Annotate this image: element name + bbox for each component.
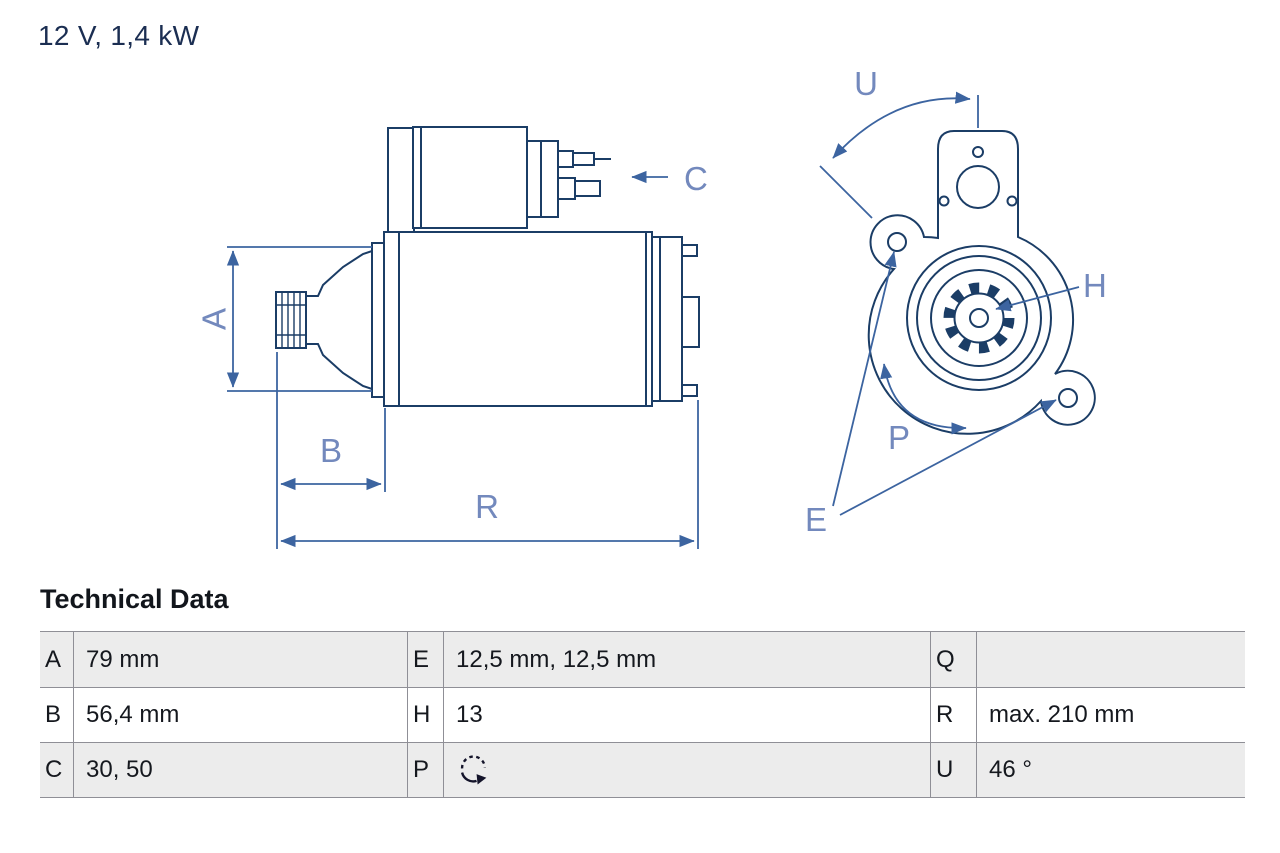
- table-row: C 30, 50 P U 46 °: [40, 742, 1245, 797]
- param-value-q: [977, 632, 1245, 687]
- rear-boss: [681, 296, 700, 348]
- mount-hole-upper: [887, 232, 907, 252]
- dim-u-slant: [819, 165, 873, 219]
- mounting-flange: [867, 130, 1096, 435]
- boss-inner: [930, 269, 1028, 367]
- param-key-h: H: [408, 688, 444, 742]
- motor-body: [383, 231, 653, 407]
- technical-data-section: Technical Data A 79 mm E 12,5 mm, 12,5 m…: [40, 584, 1245, 798]
- page-title: 12 V, 1,4 kW: [38, 20, 200, 51]
- label-p: P: [888, 419, 910, 456]
- param-value-r: max. 210 mm: [989, 701, 1135, 728]
- bolt-upper: [681, 244, 698, 257]
- label-u: U: [854, 65, 878, 102]
- rotation-direction-icon: [460, 754, 487, 784]
- label-b: B: [320, 432, 342, 469]
- param-value-a: 79 mm: [74, 632, 408, 687]
- param-key-c: C: [40, 743, 74, 797]
- dimension-lines: [226, 91, 1080, 549]
- param-value-c: 30, 50: [74, 743, 408, 797]
- param-value-e: 12,5 mm, 12,5 mm: [444, 632, 931, 687]
- section-title: Technical Data: [40, 584, 229, 614]
- end-cap: [651, 236, 683, 402]
- dimension-labels: A B R C U H P E: [196, 65, 1107, 538]
- shaft-hole: [969, 308, 989, 328]
- pinion-gear: [275, 291, 307, 349]
- param-value-p: [444, 743, 931, 797]
- label-a: A: [196, 308, 233, 330]
- param-key-q: Q: [931, 632, 977, 687]
- pinion-teeth: [276, 292, 306, 348]
- technical-data-table: A 79 mm E 12,5 mm, 12,5 mm Q B 56,4 mm H…: [40, 631, 1245, 798]
- starter-front-view: [867, 130, 1096, 435]
- boss-middle: [916, 255, 1042, 381]
- param-value-h: 13: [444, 688, 931, 742]
- solenoid-body: [412, 126, 528, 229]
- terminal-lower: [557, 177, 576, 200]
- dim-u-arc: [832, 91, 971, 159]
- mount-hole-lower: [1058, 388, 1078, 408]
- table-row: B 56,4 mm H 13 R max. 210 mm: [40, 687, 1245, 742]
- starter-side-view: [275, 126, 700, 407]
- param-key-p: P: [408, 743, 444, 797]
- drive-housing: [305, 249, 373, 391]
- tab-large-hole: [956, 165, 1000, 209]
- dim-h-leader: [995, 286, 1080, 312]
- label-r: R: [475, 488, 499, 525]
- label-c: C: [684, 160, 708, 197]
- param-value-u: 46 °: [989, 756, 1032, 783]
- drive-collar: [371, 242, 385, 398]
- dim-e-leader-lower: [839, 399, 1057, 516]
- dim-p-arc: [880, 363, 967, 435]
- boss-outer: [906, 245, 1052, 391]
- starter-motor-diagram: A B R C U H P E: [196, 65, 1107, 549]
- param-key-a: A: [40, 632, 74, 687]
- label-e: E: [805, 501, 827, 538]
- table-row: A 79 mm E 12,5 mm, 12,5 mm Q: [40, 632, 1245, 687]
- param-key-u: U: [931, 743, 977, 797]
- param-key-b: B: [40, 688, 74, 742]
- param-key-r: R: [931, 688, 977, 742]
- tab-small-hole: [972, 146, 984, 158]
- bolt-lower: [681, 384, 698, 397]
- gear-teeth-ring: [943, 282, 1015, 354]
- dim-e-leader-upper: [832, 251, 897, 507]
- terminal-upper: [557, 150, 574, 168]
- mount-bracket: [387, 127, 415, 235]
- label-h: H: [1083, 267, 1107, 304]
- param-key-e: E: [408, 632, 444, 687]
- solenoid-cap: [526, 140, 559, 218]
- param-value-b: 56,4 mm: [74, 688, 408, 742]
